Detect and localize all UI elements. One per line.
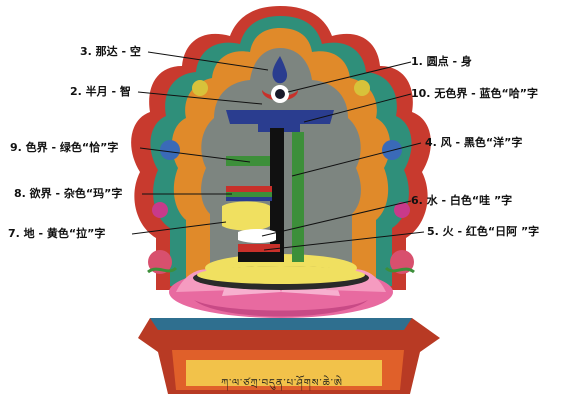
lotus-seat [147, 250, 415, 318]
label-9-form: 9. 色界 - 绿色“恰”字 [10, 141, 119, 154]
label-4-wind: 4. 风 - 黑色“洋”字 [425, 136, 523, 149]
nada-moon-dot [262, 56, 298, 103]
ksha-letter-green [292, 132, 304, 262]
label-3-nada: 3. 那达 - 空 [80, 45, 141, 58]
label-7-earth: 7. 地 - 黄色“拉”字 [8, 227, 106, 240]
base-plinth [138, 318, 440, 394]
label-8-desire: 8. 欲界 - 杂色“玛”字 [14, 187, 123, 200]
label-5-fire: 5. 火 - 红色“日阿 ”字 [427, 225, 540, 238]
label-1-dot: 1. 圆点 - 身 [411, 55, 472, 68]
ha-letter-blue [226, 110, 334, 132]
base-inscription: ཀ་ལ་ཙཀྲ་བདུན་པ་ཤོགས་ཆེ་ཨེ [221, 378, 343, 389]
letter-stack [222, 186, 280, 252]
yam-letter-black [238, 128, 284, 262]
label-2-half-moon: 2. 半月 - 智 [70, 85, 131, 98]
label-6-water: 6. 水 - 白色“哇 ”字 [411, 194, 513, 207]
leader-lines [131, 51, 425, 251]
label-10-formless: 10. 无色界 - 蓝色“哈”字 [411, 87, 538, 100]
